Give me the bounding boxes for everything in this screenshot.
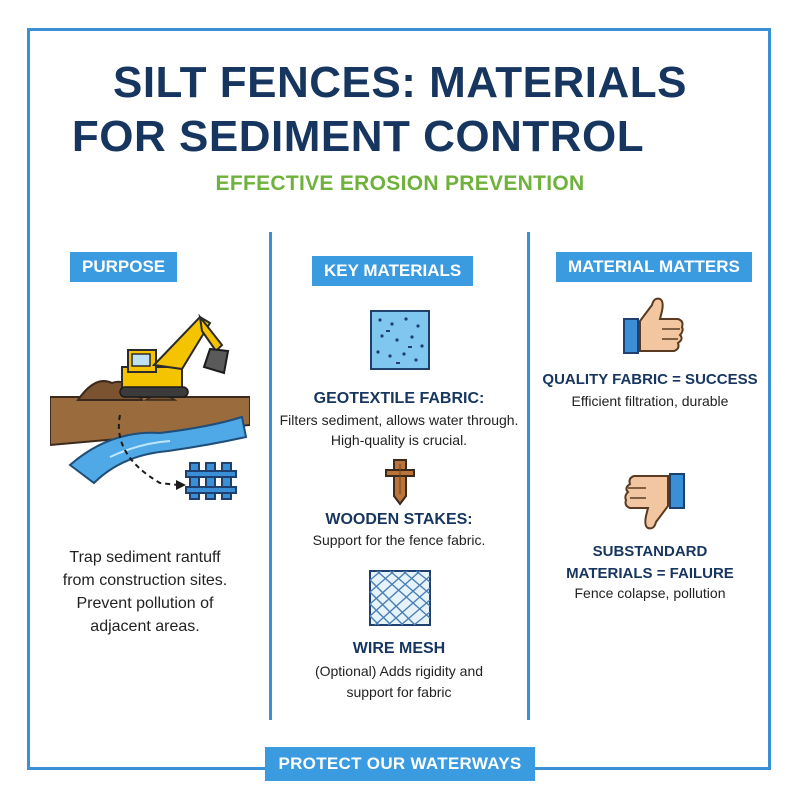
column-divider-left — [269, 232, 272, 720]
geotextile-line: High-quality is crucial. — [330, 432, 468, 448]
wire-mesh-title: WIRE MESH — [352, 640, 446, 657]
substandard-title-line: MATERIALS = FAILURE — [566, 565, 734, 582]
material-matters-heading: MATERIAL MATTERS — [556, 252, 752, 282]
purpose-line: Prevent pollution of — [76, 595, 214, 612]
thumbs-up-icon — [623, 297, 684, 354]
substandard-title: SUBSTANDARD MATERIALS = FAILURE — [530, 541, 770, 585]
purpose-heading: PURPOSE — [70, 252, 178, 282]
substandard-title-line: SUBSTANDARD — [592, 543, 708, 560]
geotextile-line: Filters sediment, allows water through. — [279, 412, 519, 428]
geotextile-title: GEOTEXTILE FABRIC: — [313, 390, 485, 407]
wooden-stake-icon — [385, 459, 415, 506]
wire-mesh-icon — [369, 570, 431, 626]
quality-fabric-title: QUALITY FABRIC = SUCCESS — [542, 371, 758, 388]
page-title-line1: SILT FENCES: MATERIALS — [112, 58, 688, 107]
wire-mesh-description: (Optional) Adds rigidity and support for… — [272, 661, 526, 703]
column-divider-right — [527, 232, 530, 720]
quality-fabric-description: Efficient filtration, durable — [571, 393, 729, 409]
purpose-line: Trap sediment rantuff — [69, 549, 221, 566]
wooden-stakes-description: Support for the fence fabric. — [312, 532, 486, 548]
purpose-line: from construction sites. — [62, 572, 228, 589]
purpose-line: adjacent areas. — [90, 618, 200, 635]
purpose-description: Trap sediment rantuff from construction … — [40, 546, 250, 638]
geotextile-description: Filters sediment, allows water through. … — [272, 410, 526, 450]
wooden-stakes-title: WOODEN STAKES: — [325, 511, 473, 528]
wire-mesh-line: (Optional) Adds rigidity and — [314, 663, 484, 679]
key-materials-heading: KEY MATERIALS — [312, 256, 474, 286]
footer-banner: PROTECT OUR WATERWAYS — [265, 747, 535, 781]
geotextile-fabric-icon — [370, 310, 430, 370]
excavator-near-river-icon — [50, 313, 250, 500]
thumbs-down-icon — [624, 473, 685, 530]
wire-mesh-line: support for fabric — [346, 684, 452, 700]
substandard-description: Fence colapse, pollution — [574, 585, 726, 601]
page-subtitle: EFFECTIVE EROSION PREVENTION — [215, 172, 585, 195]
page-title-line2: FOR SEDIMENT CONTROL — [71, 112, 645, 161]
